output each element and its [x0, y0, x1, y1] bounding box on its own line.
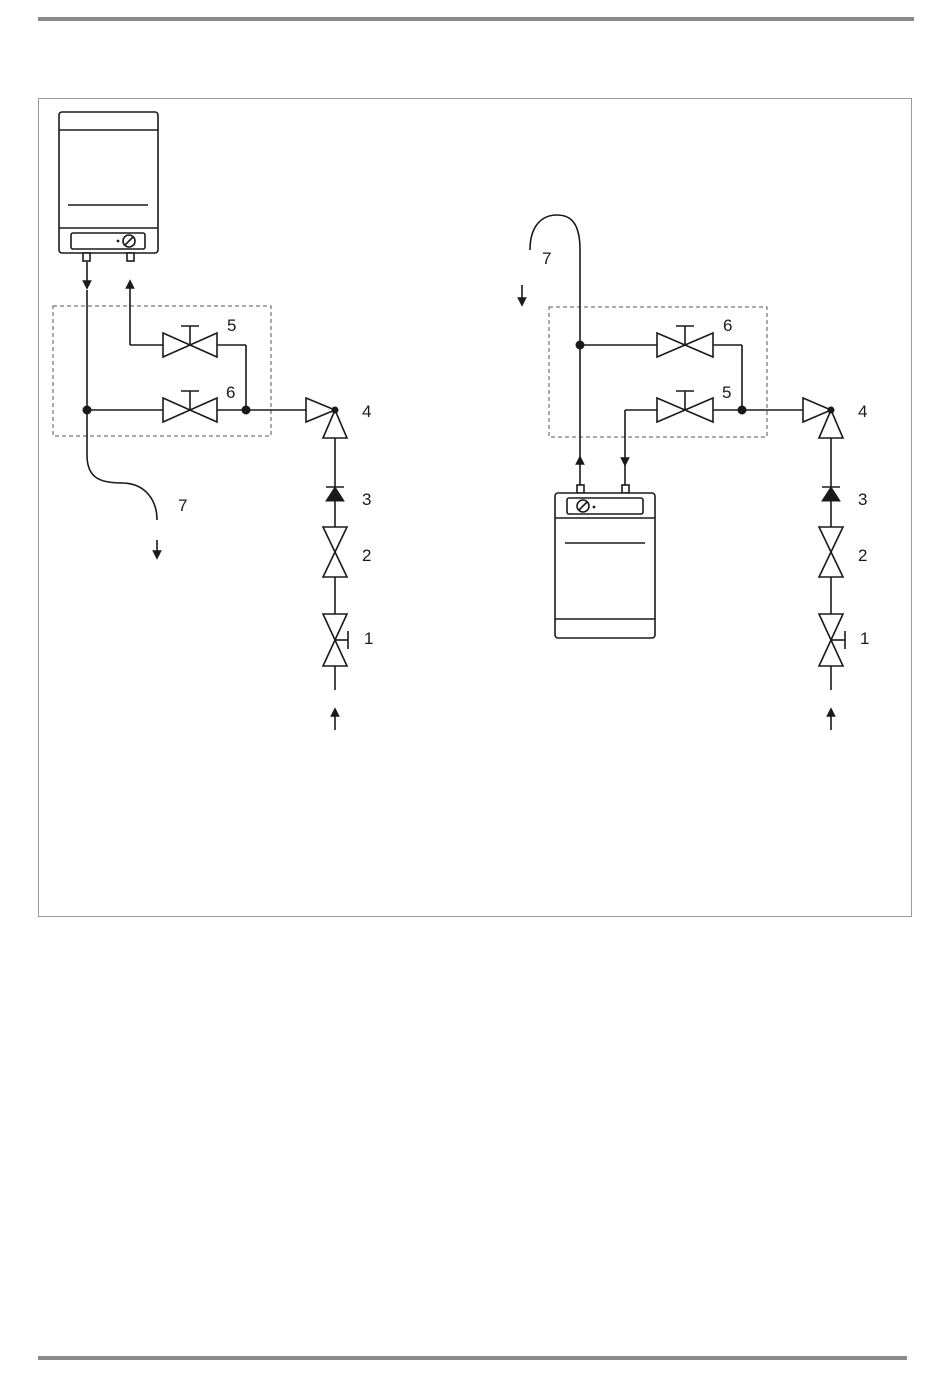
left-label-1: 1: [364, 629, 373, 648]
right-valve-6: [657, 326, 713, 357]
left-diagram: 5 6 4 3 2 1 7: [53, 112, 373, 730]
right-check-valve-3: [822, 487, 840, 501]
right-diagram: 7 6 5 4 3 2 1: [522, 215, 869, 730]
left-valve-6: [163, 391, 217, 422]
left-valve-5: [163, 326, 217, 357]
left-water-heater: [59, 112, 158, 261]
right-label-2: 2: [858, 546, 867, 565]
left-valve-1: [323, 614, 348, 666]
right-water-heater: [555, 485, 655, 638]
right-label-7: 7: [542, 249, 551, 268]
left-valve-2: [323, 527, 347, 577]
right-valve-2: [819, 527, 843, 577]
right-label-6: 6: [723, 316, 732, 335]
right-label-5: 5: [722, 383, 731, 402]
left-label-4: 4: [362, 402, 371, 421]
right-safety-valve-4: [803, 398, 843, 438]
left-safety-group-box: [53, 306, 271, 436]
left-safety-valve-4: [306, 398, 347, 438]
left-label-2: 2: [362, 546, 371, 565]
left-check-valve-3: [326, 487, 344, 501]
right-label-4: 4: [858, 402, 867, 421]
right-label-1: 1: [860, 629, 869, 648]
left-label-7: 7: [178, 496, 187, 515]
right-valve-5: [657, 391, 713, 422]
left-label-6: 6: [226, 383, 235, 402]
left-label-5: 5: [227, 316, 236, 335]
left-label-3: 3: [362, 490, 371, 509]
right-label-3: 3: [858, 490, 867, 509]
right-valve-1: [819, 614, 845, 666]
